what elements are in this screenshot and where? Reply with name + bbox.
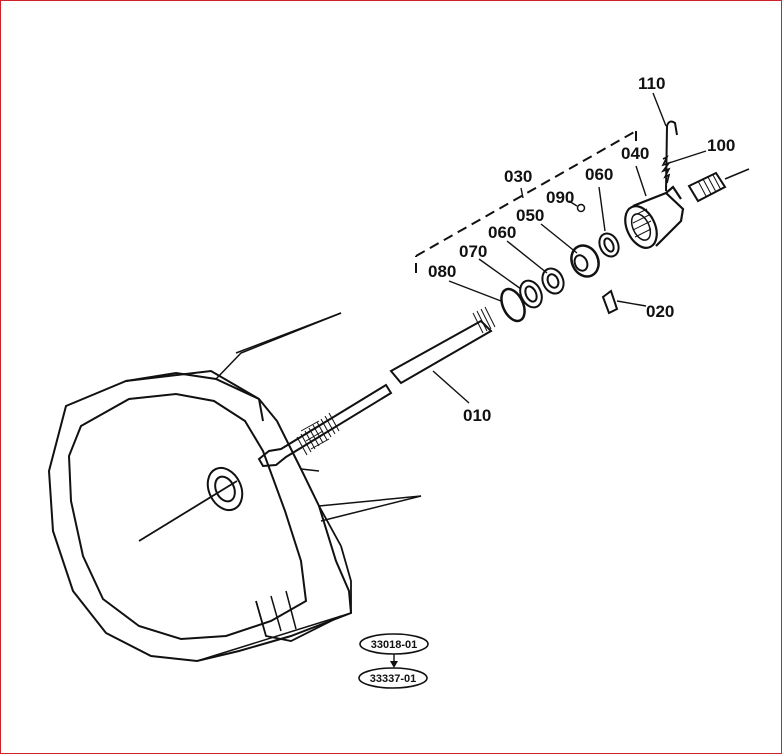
callout-100: 100 xyxy=(707,136,735,155)
leader-lines xyxy=(432,92,707,404)
reference-group: 33018-01 33337-01 xyxy=(358,633,429,689)
ring-080 xyxy=(500,287,526,323)
callout-060-lower: 060 xyxy=(488,223,516,242)
pin-110 xyxy=(665,120,678,192)
reference-oval-upper: 33018-01 xyxy=(359,633,429,655)
assembly-030-bracket xyxy=(415,130,637,273)
clutch-housing xyxy=(47,312,422,663)
callout-090: 090 xyxy=(546,188,574,207)
callout-labels: 110 100 040 030 060 090 050 060 070 080 … xyxy=(428,74,735,425)
callout-070: 070 xyxy=(459,242,487,261)
washer-060-lower xyxy=(541,267,565,295)
bolt-020 xyxy=(601,289,619,315)
callout-040: 040 xyxy=(621,144,649,163)
housing-extension-lines xyxy=(235,312,422,522)
reference-code-lower: 33337-01 xyxy=(370,673,417,685)
reference-oval-lower: 33337-01 xyxy=(358,667,428,689)
washer-060-upper xyxy=(598,232,620,258)
reference-arrow xyxy=(390,654,398,668)
shaft-010 xyxy=(257,306,496,468)
callout-010: 010 xyxy=(463,406,491,425)
sleeve-040 xyxy=(624,185,685,249)
callout-050: 050 xyxy=(516,206,544,225)
callout-030: 030 xyxy=(504,167,532,186)
callout-110: 110 xyxy=(638,74,665,93)
washer-070 xyxy=(519,279,543,309)
housing-bearing xyxy=(138,466,244,542)
callout-020: 020 xyxy=(646,302,674,321)
bearing-050 xyxy=(570,244,600,278)
reference-code-upper: 33018-01 xyxy=(371,639,418,651)
callout-080: 080 xyxy=(428,262,456,281)
callout-060-upper: 060 xyxy=(585,165,613,184)
ball-090 xyxy=(576,203,586,213)
shaft-end-spline xyxy=(687,168,750,203)
